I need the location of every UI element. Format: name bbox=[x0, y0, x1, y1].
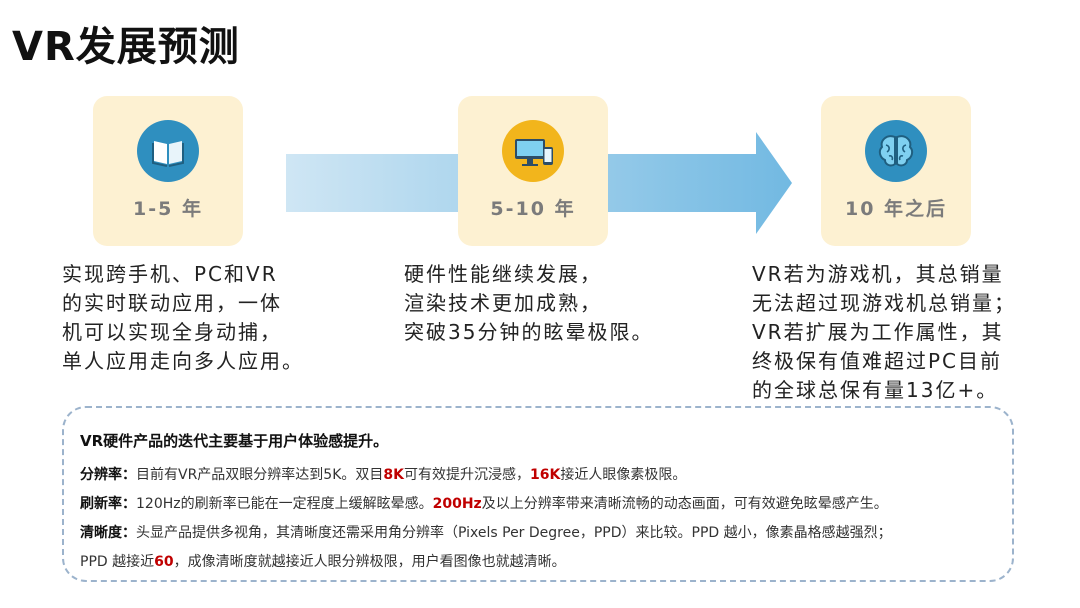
stage-label: 5-10 年 bbox=[490, 198, 576, 220]
stage-label: 1-5 年 bbox=[133, 198, 203, 220]
clarity-label: 清晰度： bbox=[80, 525, 136, 541]
book-icon bbox=[137, 120, 199, 182]
resolution-label: 分辨率： bbox=[80, 467, 136, 483]
clarity-text: PPD 越接近 bbox=[80, 554, 155, 570]
stage-3-description: VR若为游戏机，其总销量 无法超过现游戏机总销量； VR若扩展为工作属性，其 终… bbox=[752, 262, 1016, 402]
resolution-highlight-8k: 8K bbox=[383, 467, 404, 483]
clarity-text: 头显产品提供多视角，其清晰度还需采用角分辨率（Pixels Per Degree… bbox=[136, 525, 892, 541]
resolution-line: 分辨率：目前有VR产品双眼分辨率达到5K。双目8K可有效提升沉浸感，16K接近人… bbox=[80, 464, 686, 484]
stage-5-10-years: 5-10 年 bbox=[458, 96, 608, 246]
brain-icon bbox=[865, 120, 927, 182]
summary-heading: VR硬件产品的迭代主要基于用户体验感提升。 bbox=[80, 432, 389, 450]
stage-label: 10 年之后 bbox=[844, 198, 948, 220]
resolution-text: 可有效提升沉浸感， bbox=[404, 467, 530, 483]
refresh-label: 刷新率： bbox=[80, 496, 136, 512]
page-title: VR发展预测 bbox=[12, 24, 240, 70]
stage-2-description: 硬件性能继续发展， 渲染技术更加成熟， 突破35分钟的眩晕极限。 bbox=[404, 262, 654, 344]
clarity-line-2: PPD 越接近60，成像清晰度就越接近人眼分辨极限，用户看图像也就越清晰。 bbox=[80, 551, 566, 571]
refresh-highlight-200hz: 200Hz bbox=[432, 496, 482, 512]
refresh-text: 120Hz的刷新率已能在一定程度上缓解眩晕感。 bbox=[136, 496, 433, 512]
stage-1-description: 实现跨手机、PC和VR 的实时联动应用，一体 机可以实现全身动捕， 单人应用走向… bbox=[62, 262, 304, 373]
refresh-text: 及以上分辨率带来清晰流畅的动态画面，可有效避免眩晕感产生。 bbox=[481, 496, 888, 512]
computer-phone-icon bbox=[502, 120, 564, 182]
stage-1-5-years: 1-5 年 bbox=[93, 96, 243, 246]
summary-box: VR硬件产品的迭代主要基于用户体验感提升。 分辨率：目前有VR产品双眼分辨率达到… bbox=[62, 406, 1014, 582]
resolution-highlight-16k: 16K bbox=[530, 467, 561, 483]
refresh-line: 刷新率：120Hz的刷新率已能在一定程度上缓解眩晕感。200Hz及以上分辨率带来… bbox=[80, 493, 888, 513]
clarity-line: 清晰度：头显产品提供多视角，其清晰度还需采用角分辨率（Pixels Per De… bbox=[80, 522, 892, 542]
resolution-text: 接近人眼像素极限。 bbox=[560, 467, 687, 483]
clarity-text: ，成像清晰度就越接近人眼分辨极限，用户看图像也就越清晰。 bbox=[173, 554, 566, 570]
clarity-highlight-60: 60 bbox=[154, 554, 174, 570]
stage-10-plus-years: 10 年之后 bbox=[821, 96, 971, 246]
resolution-text: 目前有VR产品双眼分辨率达到5K。双目 bbox=[136, 467, 384, 483]
